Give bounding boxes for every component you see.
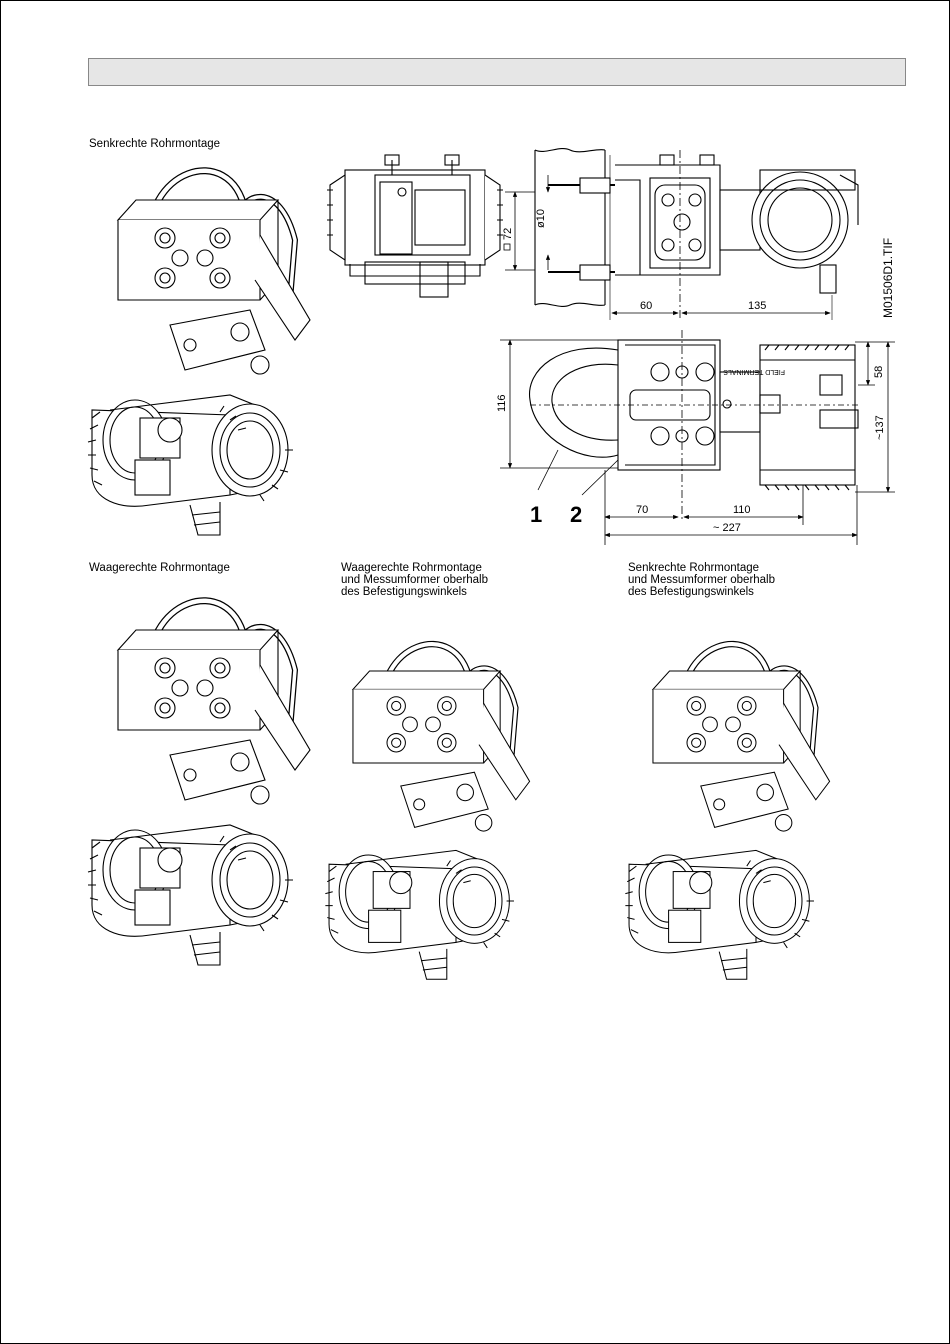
top-view — [530, 330, 860, 520]
callout-2: 2 — [570, 502, 582, 527]
dim-116: 116 — [496, 394, 508, 412]
dim-227: ~ 227 — [713, 522, 741, 534]
iso-horizontal — [88, 601, 310, 965]
dim-137: ~137 — [874, 415, 886, 440]
iso-vertical — [88, 171, 310, 535]
dim-110: 110 — [733, 504, 751, 516]
dim-70: 70 — [636, 504, 648, 516]
dim-pipe-square: 72 — [502, 228, 514, 240]
dim-58: 58 — [873, 366, 885, 378]
dim-60: 60 — [640, 300, 652, 312]
top-view-device-label: FIELD TERMINALS — [723, 368, 785, 375]
dim-135: 135 — [748, 300, 766, 312]
dim-bolt-dia: ø10 — [535, 209, 547, 228]
front-view — [327, 155, 503, 297]
callout-1: 1 — [530, 502, 542, 527]
side-view — [535, 149, 858, 320]
drawing-id: M01506D1.TIF — [881, 238, 895, 318]
